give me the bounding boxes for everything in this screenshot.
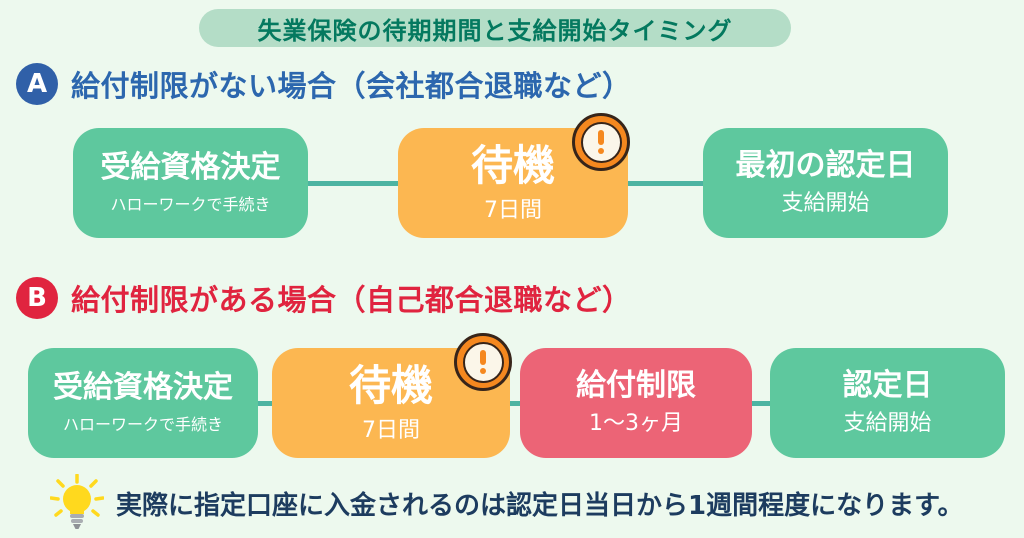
- section-b-letter-badge: B: [16, 277, 58, 319]
- step-title: 受給資格決定: [100, 150, 281, 186]
- step-title: 待機: [470, 140, 555, 190]
- section-b-header: B 給付制限がある場合（自己都合退職など）: [16, 276, 632, 320]
- connector-line: [258, 400, 272, 406]
- step-title: 給付制限: [576, 367, 696, 403]
- section-b-flow: 受給資格決定 ハローワークで手続き 待機 7日間 給付制限 1〜3ヶ月 認定日 …: [28, 333, 1005, 458]
- connector-line: [628, 180, 703, 186]
- step-box-waiting: 待機 7日間: [272, 333, 512, 458]
- section-a-letter-badge: A: [16, 63, 58, 105]
- connector-line: [510, 400, 520, 406]
- step-box-benefit-restriction: 給付制限 1〜3ヶ月: [520, 348, 752, 458]
- note-text: 実際に指定口座に入金されるのは認定日当日から1週間程度になります。: [116, 490, 964, 521]
- step-subtitle: ハローワークで手続き: [110, 194, 271, 214]
- step-subtitle: 支給開始: [781, 191, 870, 217]
- exclamation-icon: [454, 333, 512, 391]
- step-box-waiting: 待機 7日間: [398, 113, 630, 238]
- exclamation-icon: [572, 113, 630, 171]
- step-title: 最初の認定日: [735, 147, 916, 183]
- step-box-first-certification: 最初の認定日 支給開始: [703, 128, 948, 238]
- connector-line: [308, 180, 398, 186]
- connector-line: [752, 400, 770, 406]
- lightbulb-icon: [50, 474, 104, 529]
- section-a-flow: 受給資格決定 ハローワークで手続き 待機 7日間 最初の認定日 支給開始: [73, 113, 948, 238]
- step-title: 待機: [348, 360, 433, 410]
- step-box-eligibility: 受給資格決定 ハローワークで手続き: [28, 348, 258, 458]
- step-title: 受給資格決定: [53, 370, 233, 406]
- step-subtitle: 7日間: [362, 418, 420, 444]
- section-b-heading: 給付制限がある場合（自己都合退職など）: [71, 283, 632, 317]
- step-subtitle: 支給開始: [843, 411, 932, 437]
- step-subtitle: 7日間: [484, 198, 542, 224]
- title-banner: 失業保険の待期期間と支給開始タイミング: [199, 9, 791, 47]
- section-a-header: A 給付制限がない場合（会社都合退職など）: [16, 62, 632, 106]
- step-box-certification: 認定日 支給開始: [770, 348, 1005, 458]
- step-subtitle: ハローワークで手続き: [62, 414, 223, 434]
- step-box-eligibility: 受給資格決定 ハローワークで手続き: [73, 128, 308, 238]
- section-a-heading: 給付制限がない場合（会社都合退職など）: [71, 69, 632, 103]
- step-subtitle: 1〜3ヶ月: [589, 411, 683, 437]
- page-title: 失業保険の待期期間と支給開始タイミング: [257, 16, 733, 45]
- step-title: 認定日: [842, 367, 933, 403]
- footer-note: 実際に指定口座に入金されるのは認定日当日から1週間程度になります。: [50, 474, 964, 532]
